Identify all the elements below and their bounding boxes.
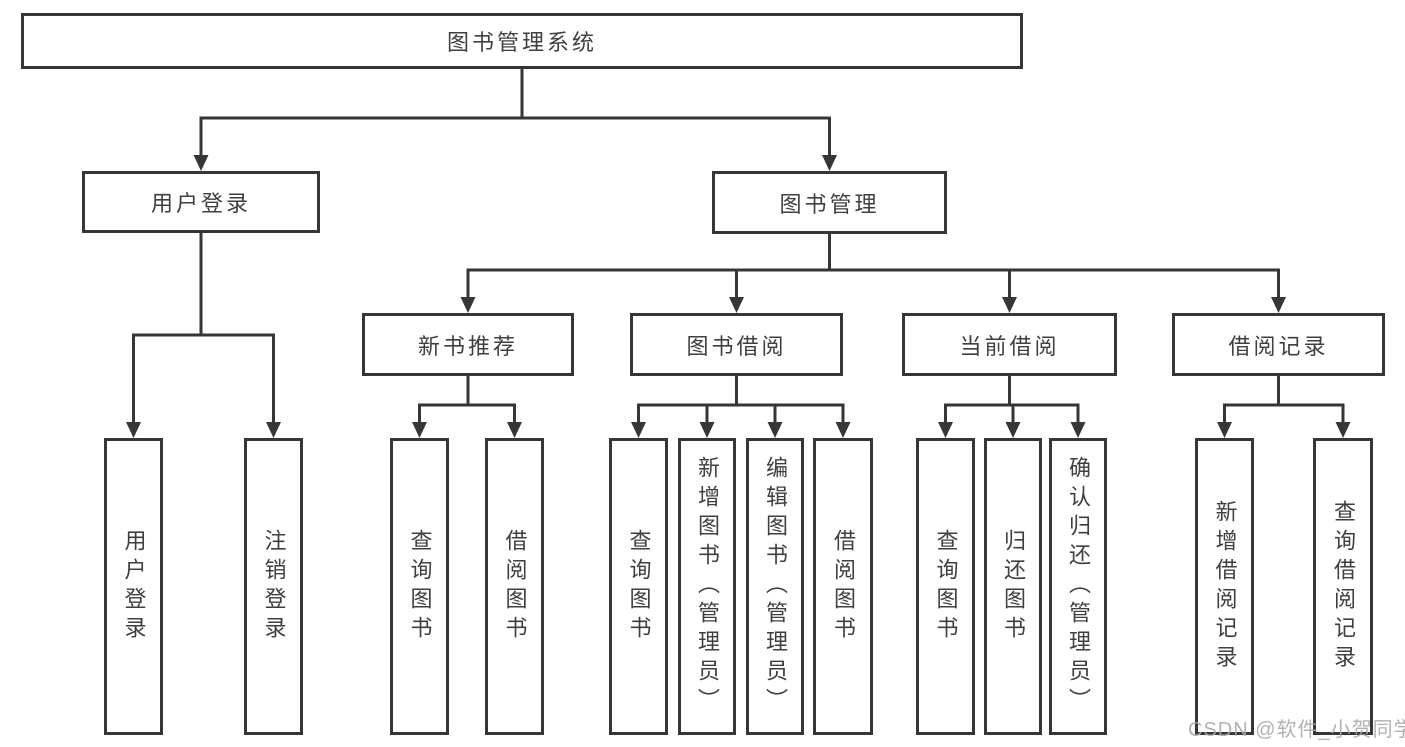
node-label: 新增借阅记录: [1212, 499, 1238, 674]
node-query-books-under-recommend: 查询图书: [390, 438, 449, 735]
node-logout-action: 注销登录: [244, 438, 303, 735]
node-add-borrow-record: 新增借阅记录: [1195, 438, 1254, 735]
node-label: 归还图书: [1001, 528, 1026, 645]
node-borrowing-records: 借阅记录: [1172, 313, 1385, 376]
node-label: 新书推荐: [417, 333, 518, 359]
node-user-login: 用户登录: [82, 171, 320, 233]
node-label: 当前借阅: [959, 333, 1060, 359]
node-label: 查询图书: [626, 528, 652, 645]
node-label: 图书管理: [779, 191, 880, 217]
node-new-book-recommend: 新书推荐: [362, 313, 574, 376]
node-label: 确认归还（管理员）: [1066, 456, 1091, 717]
node-add-books-admin: 新增图书（管理员）: [678, 438, 736, 735]
node-label: 借阅图书: [502, 528, 528, 645]
node-label: 查询借阅记录: [1331, 499, 1356, 674]
node-borrow-books-under-recommend: 借阅图书: [485, 438, 544, 735]
node-label: 查询图书: [407, 528, 433, 645]
node-label: 借阅图书: [831, 528, 856, 645]
node-edit-books-admin: 编辑图书（管理员）: [746, 438, 804, 735]
node-borrow-books-under-borrowing: 借阅图书: [813, 438, 873, 735]
node-return-books: 归还图书: [984, 438, 1042, 735]
node-label: 图书管理系统: [446, 30, 597, 55]
node-label: 编辑图书（管理员）: [763, 456, 788, 717]
node-query-borrow-record: 查询借阅记录: [1313, 438, 1373, 735]
node-label: 借阅记录: [1228, 333, 1329, 359]
node-label: 用户登录: [150, 191, 251, 216]
node-label: 图书借阅: [686, 333, 787, 359]
node-user-login-action: 用户登录: [104, 438, 163, 735]
node-query-books-under-current: 查询图书: [916, 438, 975, 735]
node-label: 用户登录: [121, 528, 147, 645]
node-library-management-system: 图书管理系统: [21, 13, 1023, 69]
node-book-borrowing: 图书借阅: [630, 313, 843, 376]
csdn-watermark: CSDN @软件_小贺同学: [1188, 719, 1405, 741]
node-book-management: 图书管理: [712, 171, 947, 234]
node-label: 新增图书（管理员）: [695, 456, 720, 717]
node-confirm-return-admin: 确认归还（管理员）: [1049, 438, 1107, 735]
node-label: 查询图书: [933, 528, 959, 645]
node-label: 注销登录: [261, 528, 287, 645]
node-current-borrowing: 当前借阅: [902, 313, 1117, 376]
node-query-books-under-borrowing: 查询图书: [609, 438, 668, 735]
